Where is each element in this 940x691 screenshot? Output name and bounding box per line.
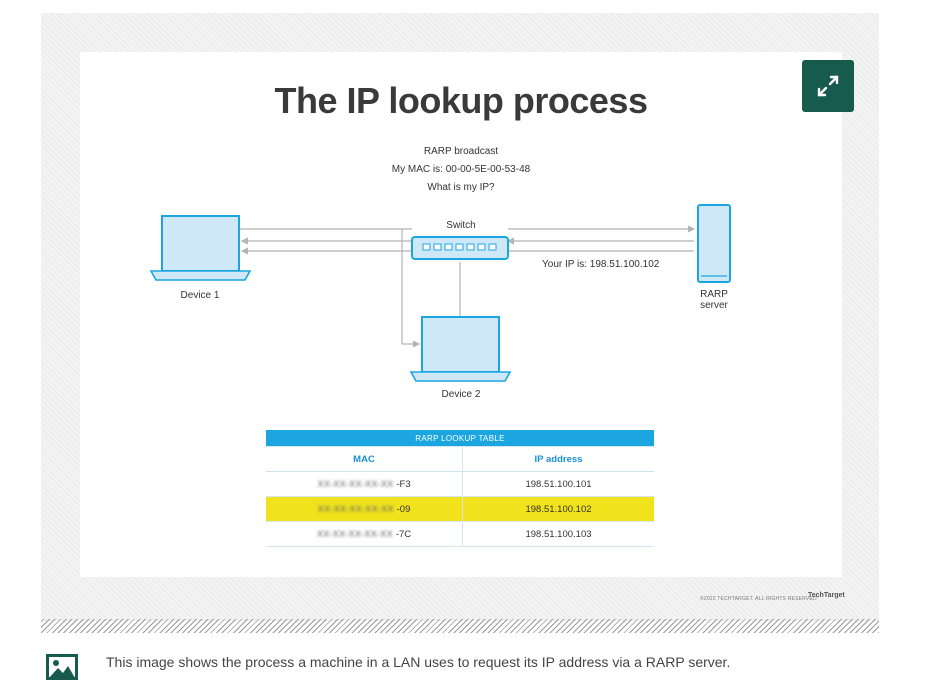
ip-cell: 198.51.100.102 (462, 496, 654, 522)
mac-cell: XX-XX-XX-XX-XX-09 (266, 496, 463, 522)
rarp-server (697, 204, 731, 283)
expand-button[interactable] (802, 60, 854, 112)
masked-mac: XX-XX-XX-XX-XX (317, 478, 394, 490)
image-icon (46, 654, 78, 680)
copyright-text: ©2022 TECHTARGET. ALL RIGHTS RESERVED (700, 596, 817, 602)
table-row: XX-XX-XX-XX-XX-7C 198.51.100.103 (266, 521, 654, 547)
ip-cell: 198.51.100.101 (462, 471, 654, 497)
mac-suffix: -F3 (396, 478, 411, 490)
network-diagram (149, 204, 731, 382)
reply-label: Your IP is: 198.51.100.102 (542, 259, 660, 270)
table-header-row: MAC IP address (266, 446, 654, 472)
mac-header: MAC (266, 446, 463, 472)
rarp-lookup-table: RARP LOOKUP TABLE MAC IP address XX-XX-X… (266, 430, 654, 547)
table-row-highlighted: XX-XX-XX-XX-XX-09 198.51.100.102 (266, 496, 654, 522)
frame-divider (41, 619, 879, 633)
broadcast-line-3: What is my IP? (427, 182, 495, 193)
switch-label: Switch (446, 220, 476, 231)
server-label-2: server (700, 300, 728, 311)
device-2-laptop (409, 316, 512, 382)
device-1-label: Device 1 (180, 290, 220, 301)
figure-title: The IP lookup process (274, 80, 648, 121)
table-caption-row: RARP LOOKUP TABLE (266, 430, 654, 447)
server-label-1: RARP (700, 289, 728, 300)
ip-header: IP address (462, 446, 654, 472)
device-1-laptop (149, 215, 252, 281)
brand-logo: TechTarget (808, 592, 845, 599)
mac-cell: XX-XX-XX-XX-XX-F3 (266, 471, 463, 497)
masked-mac: XX-XX-XX-XX-XX (317, 503, 394, 515)
mac-cell: XX-XX-XX-XX-XX-7C (266, 521, 463, 547)
broadcast-line-1: RARP broadcast (423, 146, 499, 157)
mac-suffix: -09 (396, 503, 411, 515)
expand-icon (817, 75, 839, 97)
masked-mac: XX-XX-XX-XX-XX (316, 528, 393, 540)
table-row: XX-XX-XX-XX-XX-F3 198.51.100.101 (266, 471, 654, 497)
mac-suffix: -7C (395, 528, 412, 540)
device-2-label: Device 2 (441, 389, 481, 400)
image-caption: This image shows the process a machine i… (106, 654, 731, 670)
broadcast-line-2: My MAC is: 00-00-5E-00-53-48 (391, 164, 531, 175)
switch-device (411, 236, 509, 260)
ip-cell: 198.51.100.103 (462, 521, 654, 547)
table-caption: RARP LOOKUP TABLE (266, 430, 654, 447)
